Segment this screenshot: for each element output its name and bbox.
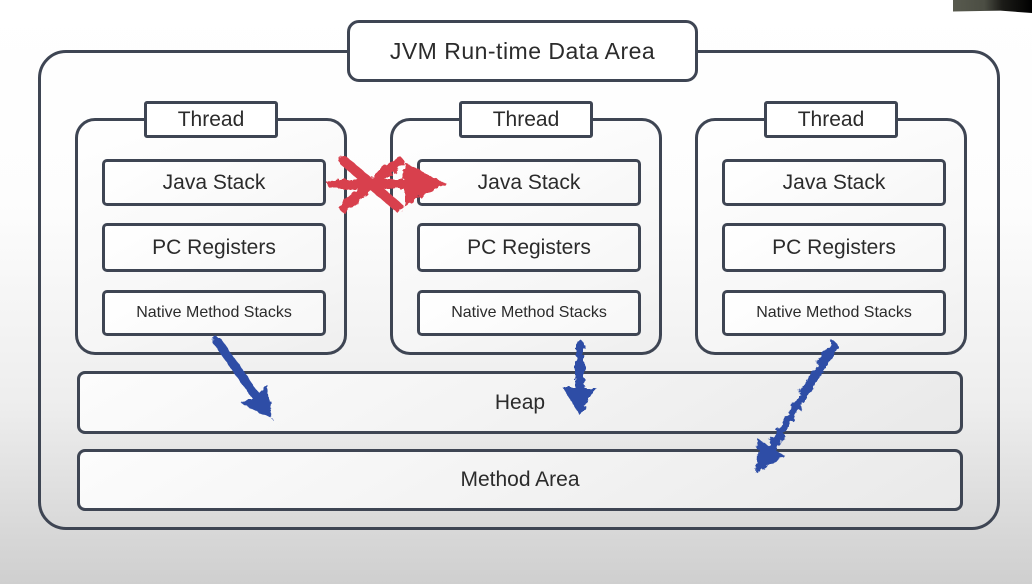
thread-box-1: Thread Java Stack PC Registers Native Me… xyxy=(75,101,347,355)
thread-1-java-stack-box: Java Stack xyxy=(102,159,326,206)
thread-3-tab: Thread xyxy=(764,101,898,138)
java-stack-label: Java Stack xyxy=(782,170,886,194)
pc-registers-label: PC Registers xyxy=(772,235,896,259)
method-area-label: Method Area xyxy=(460,468,580,491)
webcam-overlay-sliver xyxy=(953,0,1032,13)
heap-box: Heap xyxy=(77,371,963,434)
thread-2-java-stack-box: Java Stack xyxy=(417,159,641,206)
pc-registers-label: PC Registers xyxy=(152,235,276,259)
native-method-stacks-label: Native Method Stacks xyxy=(451,304,607,321)
thread-3-label: Thread xyxy=(797,107,865,131)
java-stack-label: Java Stack xyxy=(162,170,266,194)
thread-2-pc-registers-box: PC Registers xyxy=(417,223,641,272)
thread-3-pc-registers-box: PC Registers xyxy=(722,223,946,272)
thread-box-3: Thread Java Stack PC Registers Native Me… xyxy=(695,101,967,355)
java-stack-label: Java Stack xyxy=(477,170,581,194)
diagram-title: JVM Run-time Data Area xyxy=(389,37,656,64)
pc-registers-label: PC Registers xyxy=(467,235,591,259)
thread-1-pc-registers-box: PC Registers xyxy=(102,223,326,272)
native-method-stacks-label: Native Method Stacks xyxy=(136,304,292,321)
method-area-box: Method Area xyxy=(77,449,963,511)
thread-3-native-method-stacks-box: Native Method Stacks xyxy=(722,290,946,336)
thread-1-native-method-stacks-box: Native Method Stacks xyxy=(102,290,326,336)
heap-label: Heap xyxy=(494,390,546,414)
thread-1-label: Thread xyxy=(177,107,245,131)
thread-box-2: Thread Java Stack PC Registers Native Me… xyxy=(390,101,662,355)
diagram-title-box: JVM Run-time Data Area xyxy=(347,20,698,82)
thread-2-label: Thread xyxy=(492,107,560,131)
native-method-stacks-label: Native Method Stacks xyxy=(756,304,912,321)
thread-3-java-stack-box: Java Stack xyxy=(722,159,946,206)
thread-2-native-method-stacks-box: Native Method Stacks xyxy=(417,290,641,336)
thread-2-tab: Thread xyxy=(459,101,593,138)
thread-1-tab: Thread xyxy=(144,101,278,138)
